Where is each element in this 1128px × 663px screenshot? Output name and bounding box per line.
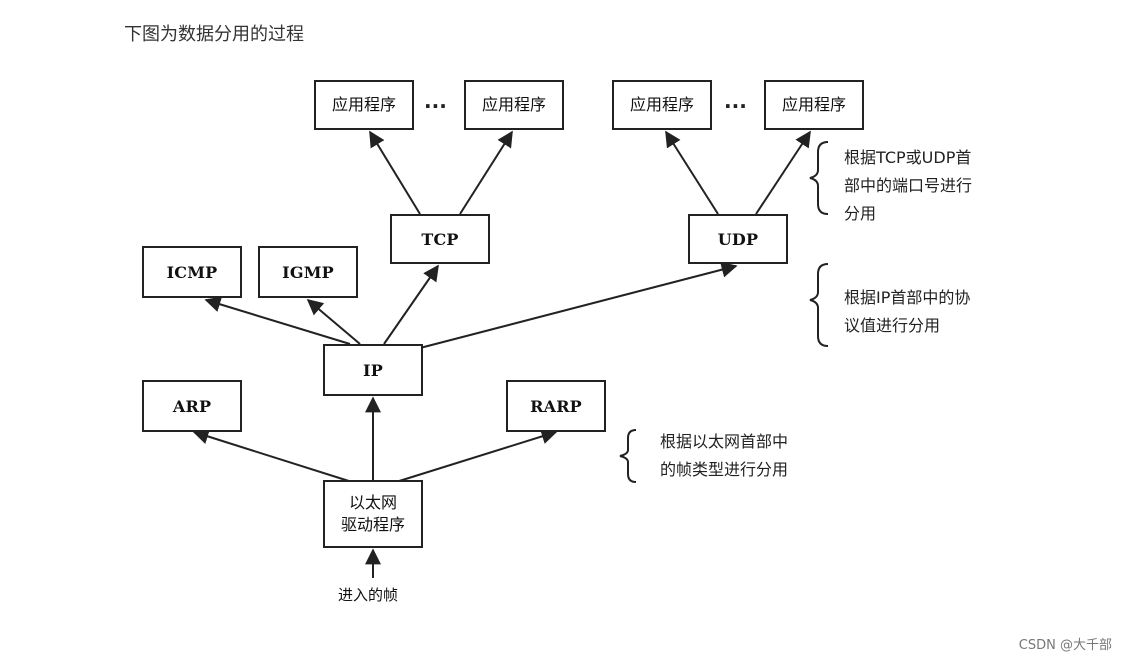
udp-box: UDP <box>688 214 788 264</box>
application-box-3: 应用程序 <box>612 80 712 130</box>
application-box-4: 应用程序 <box>764 80 864 130</box>
brace-transport <box>809 141 829 215</box>
arrow-udp-to-app3 <box>665 130 719 215</box>
arrow-ip-to-tcp <box>383 264 439 345</box>
arrow-tcp-to-app1 <box>369 130 421 215</box>
arrow-ethernet-to-arp <box>192 428 353 483</box>
watermark: CSDN @大千部 <box>1018 638 1112 653</box>
transport-demux-note: 根据TCP或UDP首 部中的端口号进行 分用 <box>844 148 973 223</box>
arrow-ethernet-to-rarp <box>395 428 558 483</box>
ellipsis-right: ··· <box>724 94 747 118</box>
ethernet-driver-box: 以太网 驱动程序 <box>323 480 423 548</box>
arrow-udp-to-app4 <box>755 130 811 215</box>
arp-box: ARP <box>142 380 242 432</box>
arrow-tcp-to-app2 <box>459 130 513 215</box>
arrow-ip-to-udp <box>419 261 738 349</box>
arrow-ip-to-igmp <box>306 298 361 345</box>
rarp-box: RARP <box>506 380 606 432</box>
ip-box: IP <box>323 344 423 396</box>
ellipsis-left: ··· <box>424 94 447 118</box>
icmp-box: ICMP <box>142 246 242 298</box>
brace-ethernet <box>619 429 637 483</box>
igmp-box: IGMP <box>258 246 358 298</box>
tcp-box: TCP <box>390 214 490 264</box>
application-box-2: 应用程序 <box>464 80 564 130</box>
ip-demux-note: 根据IP首部中的协 议值进行分用 <box>844 288 971 335</box>
incoming-frame-label: 进入的帧 <box>338 586 399 604</box>
page-title: 下图为数据分用的过程 <box>124 24 304 45</box>
arrow-ip-to-icmp <box>204 296 351 345</box>
application-box-1: 应用程序 <box>314 80 414 130</box>
brace-ip <box>809 263 829 347</box>
ethernet-demux-note: 根据以太网首部中 的帧类型进行分用 <box>660 432 789 479</box>
